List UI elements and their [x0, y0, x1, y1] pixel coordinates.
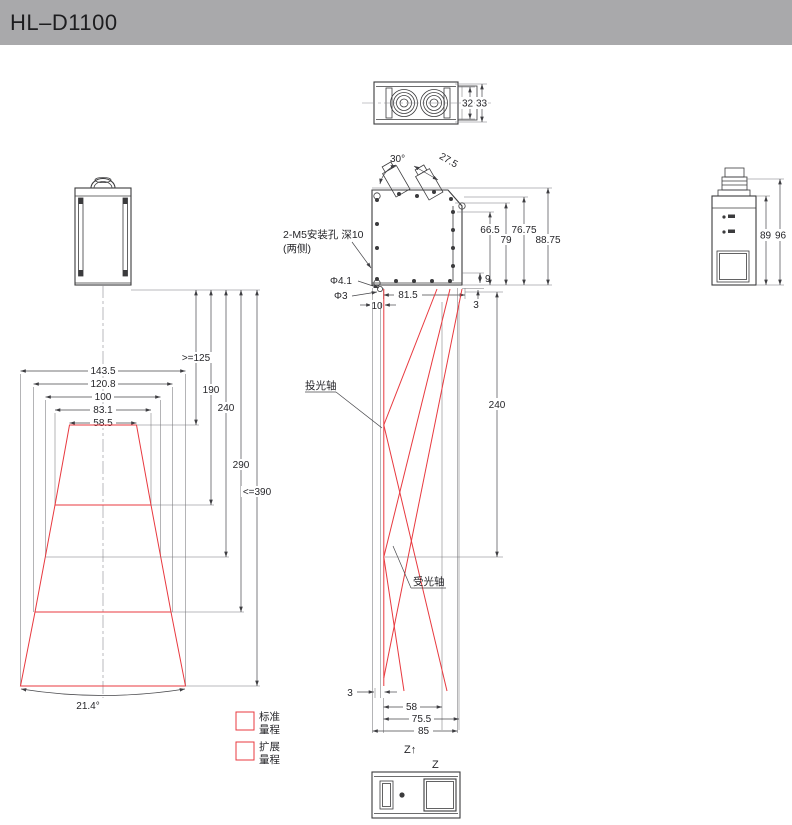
dim-96: 96	[775, 231, 787, 242]
dim-32: 32	[462, 99, 474, 110]
dim-88-75: 88.75	[535, 235, 560, 246]
width-dims: 143.5 120.8 100 83.1 58.5	[20, 365, 186, 686]
range-legend: 标准 量程 扩展 量程	[235, 711, 280, 766]
dim-range-max: <=390	[243, 487, 272, 498]
label-mount-hole: 2-M5安装孔 深10	[283, 228, 364, 241]
bottom-view: Z↑ Z	[371, 744, 461, 819]
connector-1	[381, 161, 411, 198]
dim-89: 89	[760, 231, 772, 242]
dim-143-5: 143.5	[90, 366, 115, 377]
label-phi-3: Φ3	[334, 291, 348, 302]
legend-extended-line1: 扩展	[259, 740, 280, 753]
label-z-up: Z↑	[404, 744, 416, 756]
label-receiver-axis: 受光轴	[413, 575, 445, 588]
dim-3-bottom: 3	[347, 688, 353, 699]
side-view: 30° 27.5 66.5 79 76.75 88.75 9	[283, 151, 563, 312]
front-view: 143.5 120.8 100 83.1 58.5	[19, 176, 274, 712]
dim-79: 79	[500, 235, 512, 246]
dim-9: 9	[485, 274, 491, 285]
screw-holes	[375, 190, 455, 283]
dim-angle-30: 30°	[390, 154, 405, 165]
legend-standard-line1: 标准	[259, 711, 280, 723]
dim-76-75: 76.75	[511, 225, 536, 236]
dim-75-5: 75.5	[412, 714, 432, 725]
dim-83-1: 83.1	[93, 405, 113, 416]
dim-240-mid: 240	[489, 400, 506, 411]
dim-290: 290	[233, 460, 250, 471]
right-view: 89 96	[711, 167, 789, 286]
dim-58: 58	[406, 702, 418, 713]
dim-120-8: 120.8	[90, 379, 115, 390]
dim-33: 33	[476, 99, 488, 110]
label-emitter-axis: 投光轴	[305, 379, 337, 392]
header-bar: HL–D1100	[0, 0, 792, 45]
depth-dims: >=125 190 240 290 <=390	[131, 289, 274, 687]
dim-100: 100	[95, 392, 112, 403]
dim-66-5: 66.5	[480, 225, 500, 236]
dim-58-5: 58.5	[93, 418, 113, 429]
legend-extended-line2: 量程	[259, 754, 280, 766]
dim-85: 85	[418, 726, 430, 737]
dim-27-5: 27.5	[437, 151, 460, 170]
legend-standard-line2: 量程	[259, 724, 280, 736]
legend-extended-swatch	[235, 741, 255, 761]
dim-range-min: >=125	[182, 353, 211, 364]
page-title: HL–D1100	[10, 9, 118, 35]
dim-10: 10	[371, 301, 383, 312]
legend-standard-swatch	[235, 711, 255, 731]
dim-angle-21-4: 21.4°	[76, 701, 99, 712]
label-z: Z	[432, 759, 439, 771]
label-phi-4-1: Φ4.1	[330, 276, 352, 287]
beam-diagram: 投光轴 受光轴 240 3 58 75.5 85	[305, 288, 509, 737]
top-view: 32 33	[362, 81, 492, 125]
label-both-sides: (两侧)	[283, 242, 311, 255]
dim-3-side: 3	[473, 300, 479, 311]
dim-81-5: 81.5	[398, 290, 418, 301]
dim-190: 190	[203, 385, 220, 396]
dim-240: 240	[218, 403, 235, 414]
